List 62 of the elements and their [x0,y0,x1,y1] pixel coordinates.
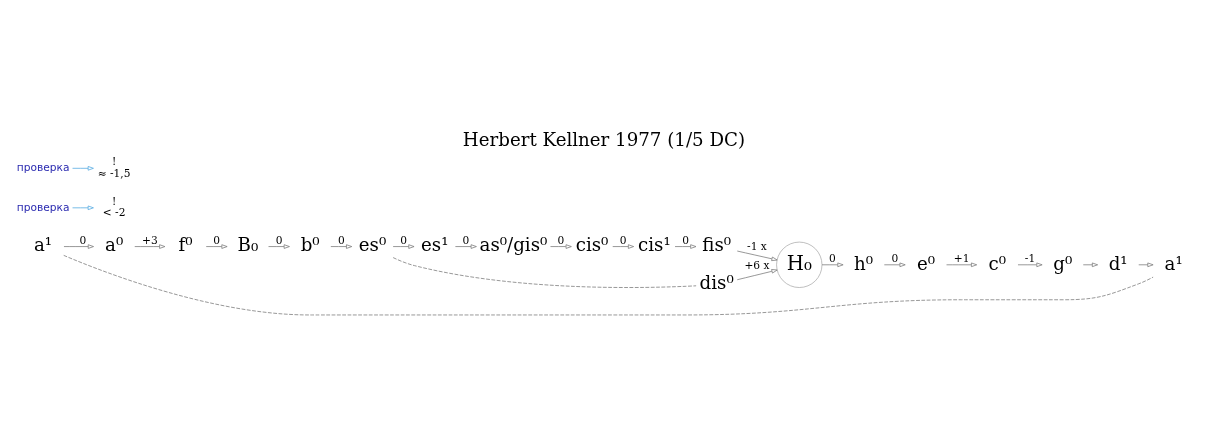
node-text: a¹ [34,234,53,256]
node-text: b⁰ [300,234,320,256]
edge-label: 0 [79,233,87,247]
diagram-title: Herbert Kellner 1977 (1/5 DC) [462,128,746,150]
edge-label: -1 x [747,239,767,253]
arrow [455,244,477,249]
arrow [63,244,94,249]
node-text: f⁰ [178,234,193,256]
edge-label: 0 [462,233,470,247]
arrow [72,166,94,171]
edge-label: 0 [275,233,283,247]
node-text: d¹ [1108,252,1128,274]
node-text: ! ≈ -1,5 [97,155,131,180]
edge-label: +3 [142,233,158,247]
edge-label: 0 [557,233,565,247]
edge-label: 0 [682,233,689,247]
node-text: a¹ [1164,252,1183,274]
arrow [205,244,228,249]
node-text: проверка [16,161,70,175]
arrow [1138,262,1154,268]
arrow [736,269,778,281]
arrow [550,244,572,249]
arrow [268,244,290,249]
node-text: dis⁰ [699,272,734,294]
node-text: h⁰ [854,252,874,274]
node-text: проверка [16,200,70,214]
edge-label: 0 [891,251,899,265]
arrow [134,244,166,249]
node-circle: H₀ [776,241,823,288]
edge-label: 0 [400,233,408,247]
node-text: a⁰ [105,234,124,256]
node-text: c⁰ [988,252,1007,274]
node-text: es¹ [421,234,449,256]
connector [392,257,697,288]
connector [63,255,1154,316]
edge-label: 0 [619,233,627,247]
node-text: e⁰ [916,252,935,274]
node-text: es⁰ [358,234,387,256]
arrow [330,244,353,249]
node-text: cis⁰ [575,234,609,256]
node-text: g⁰ [1053,252,1073,274]
edge-label: 0 [337,233,345,247]
arrow [392,244,415,249]
arrow [1017,262,1043,268]
edge-label: +1 [953,251,970,265]
arrow [674,244,697,249]
node-text: ! < -2 [102,194,126,220]
arrow [946,262,978,268]
arrow [1082,262,1099,268]
edge-label: +6 x [744,258,770,272]
arrow [821,262,844,268]
node-text: cis¹ [638,234,671,256]
node-text: as⁰/gis⁰ [479,234,548,256]
edge-label: 0 [829,251,836,265]
edge-label: 0 [213,233,221,247]
arrow [883,262,906,268]
node-text: fis⁰ [702,234,732,256]
arrow [612,244,635,249]
arrow [736,250,778,262]
arrow [72,205,94,211]
edge-label: -1 [1024,251,1036,265]
node-text: B₀ [237,234,259,256]
